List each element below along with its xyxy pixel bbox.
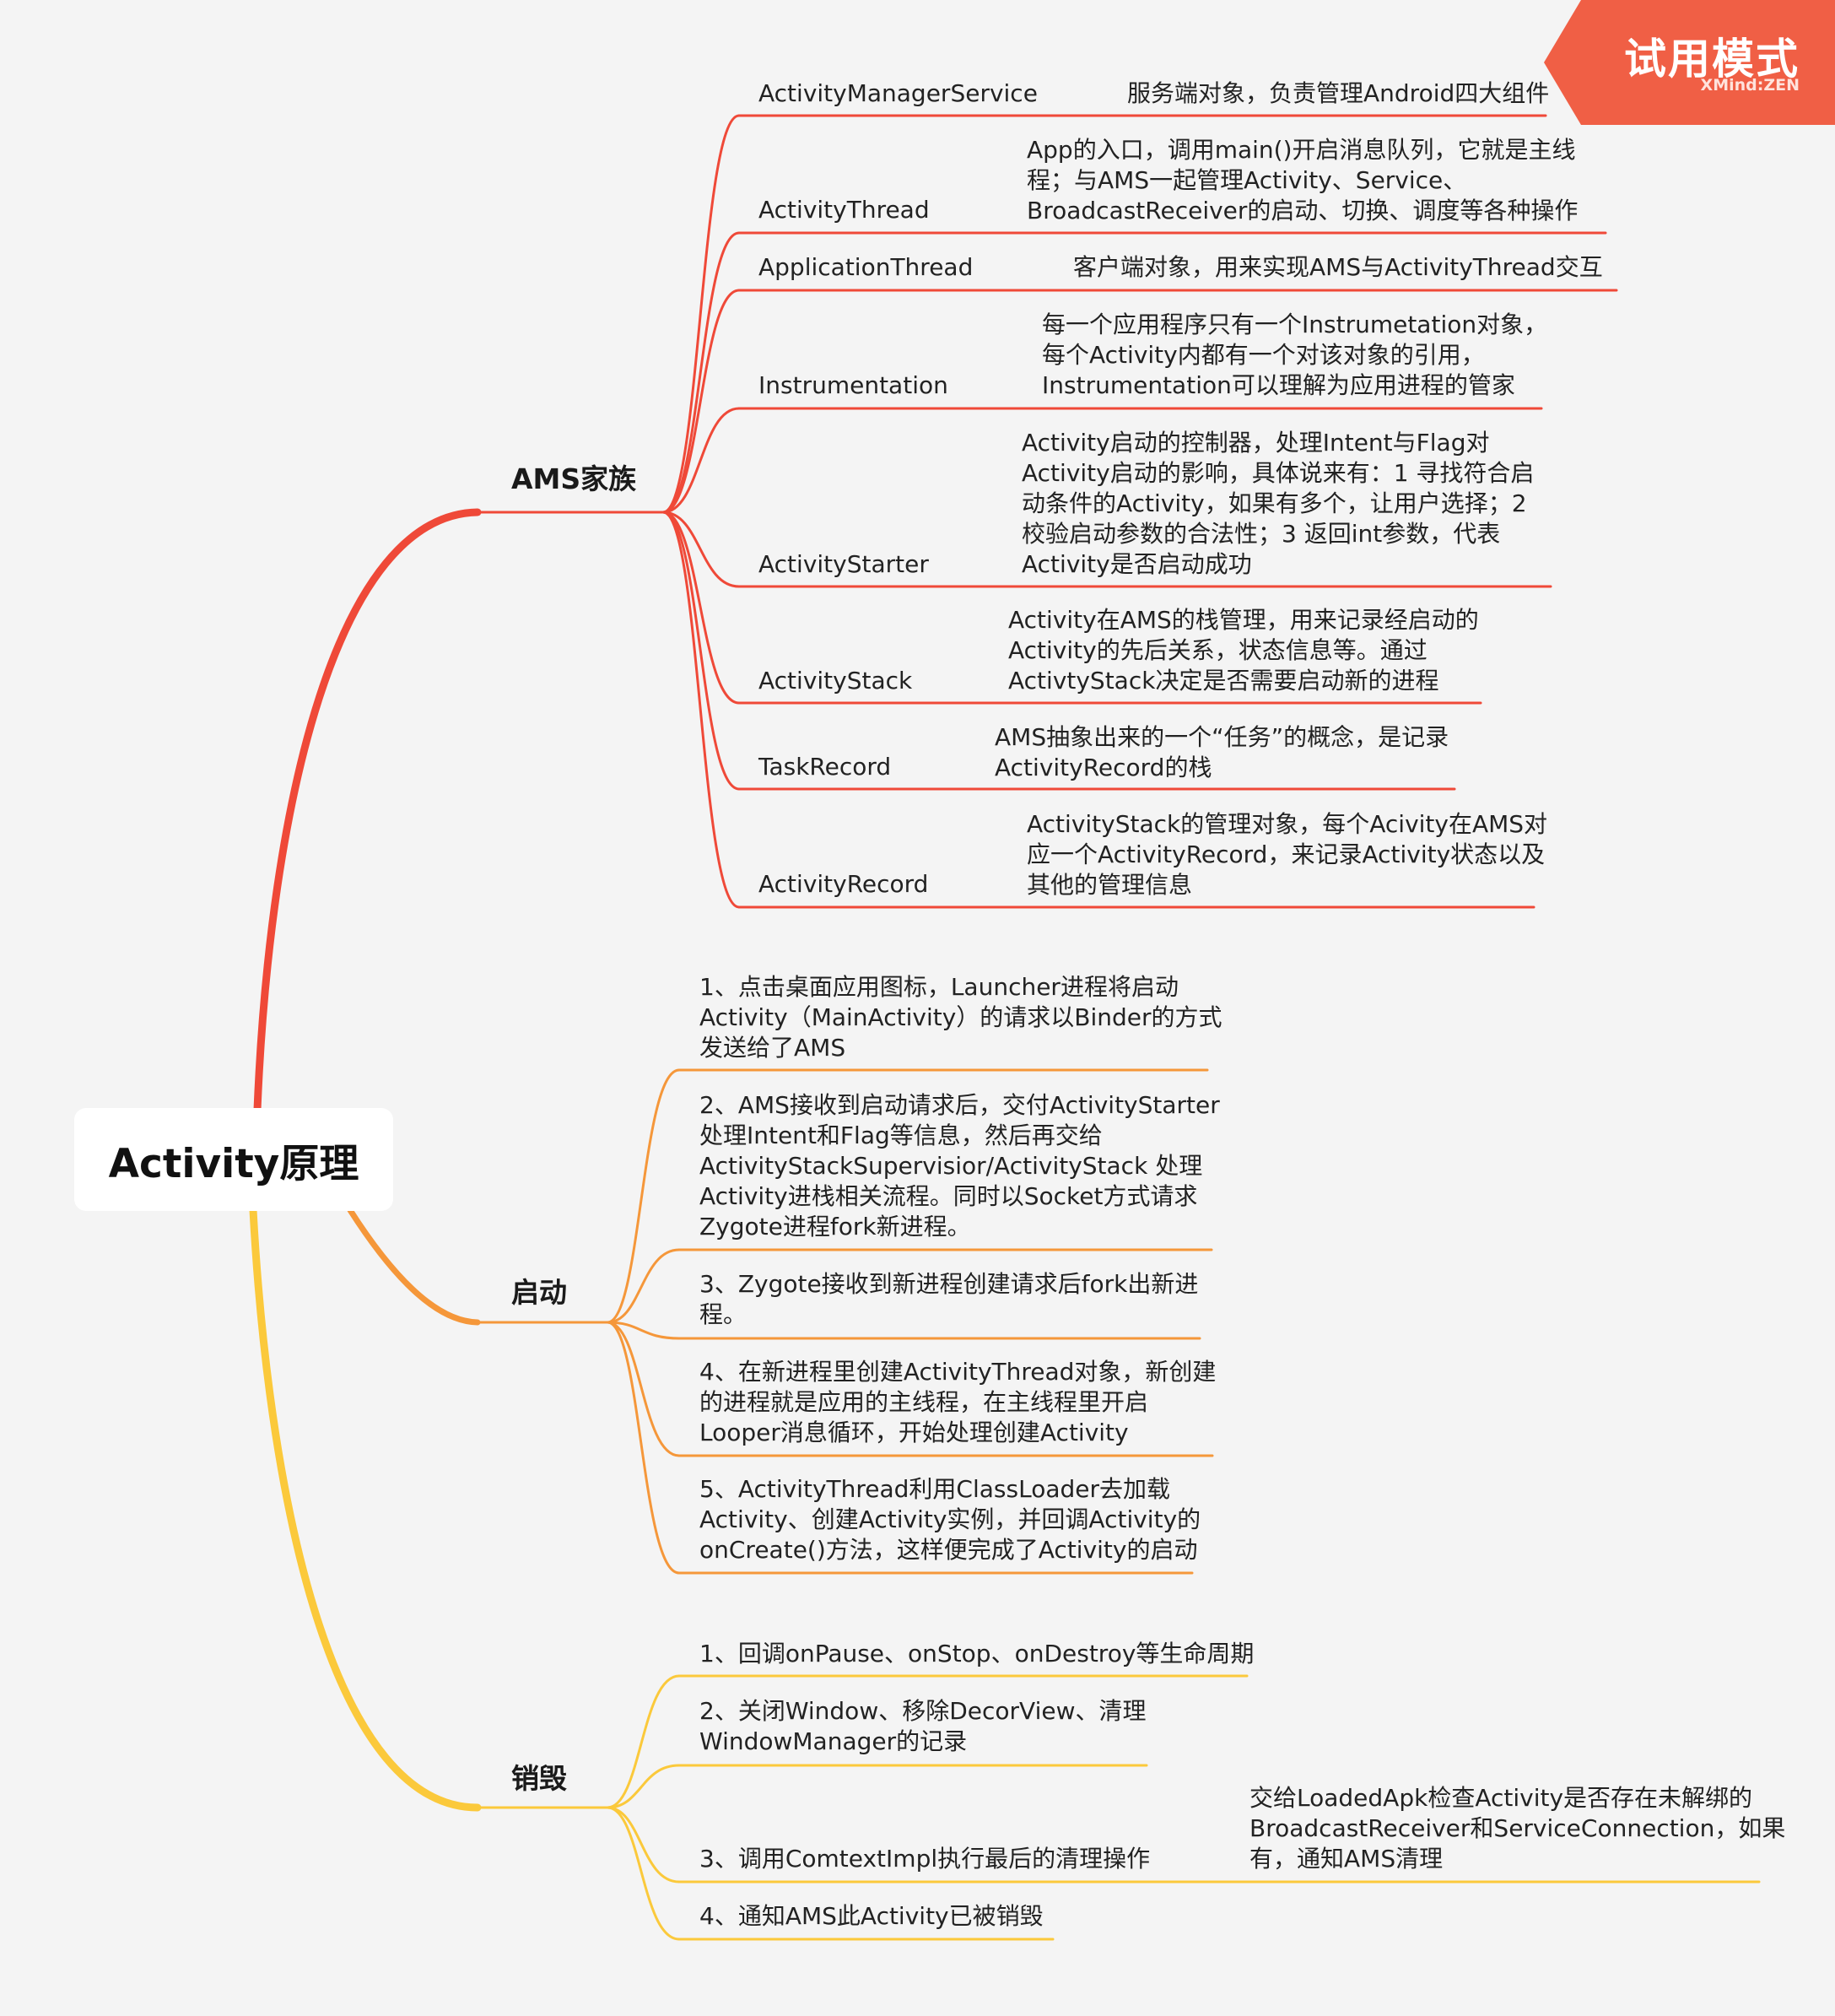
xmind-logo: XMind:ZEN bbox=[1700, 76, 1800, 95]
ams-item-desc[interactable]: ActivityStack的管理对象，每个Acivity在AMS对 应一个Act… bbox=[1027, 810, 1548, 899]
edge-start-step bbox=[606, 1068, 681, 1324]
trial-mode-title: 试用模式 bbox=[1624, 35, 1800, 84]
ams-item-desc[interactable]: 每一个应用程序只有一个Instrumetation对象， 每个Activity内… bbox=[1042, 311, 1548, 399]
start-step[interactable]: 3、Zygote接收到新进程创建请求后fork出新进 程。 bbox=[699, 1270, 1199, 1328]
start-step[interactable]: 1、点击桌面应用图标，Launcher进程将启动 Activity（MainAc… bbox=[699, 973, 1222, 1062]
trial-mode-banner: 试用模式 XMind:ZEN bbox=[1544, 0, 1835, 125]
edge-ams-item bbox=[661, 231, 741, 514]
branch-ams-label[interactable]: AMS家族 bbox=[511, 462, 637, 495]
start-step[interactable]: 2、AMS接收到启动请求后，交付ActivityStarter 处理Intent… bbox=[699, 1091, 1220, 1240]
ams-item-name[interactable]: ApplicationThread bbox=[758, 253, 974, 281]
edge-destroy-step bbox=[606, 1764, 681, 1809]
edge-start-step bbox=[606, 1321, 681, 1340]
edge-ams-item bbox=[661, 511, 741, 791]
destroy-step[interactable]: 4、通知AMS此Activity已被销毁 bbox=[699, 1902, 1044, 1930]
ams-item-name[interactable]: ActivityRecord bbox=[758, 870, 929, 898]
edge-start-step bbox=[606, 1321, 681, 1575]
ams-item-name[interactable]: ActivityStarter bbox=[758, 550, 929, 578]
edge-destroy-step bbox=[606, 1806, 681, 1941]
ams-item-desc[interactable]: Activity启动的控制器，处理Intent与Flag对 Activity启动… bbox=[1022, 429, 1535, 578]
edge-start-step bbox=[606, 1248, 681, 1324]
edge-start-step bbox=[606, 1321, 681, 1457]
ams-item-name[interactable]: Instrumentation bbox=[758, 371, 948, 399]
branch-start-label[interactable]: 启动 bbox=[511, 1276, 567, 1309]
ams-item-name[interactable]: ActivityThread bbox=[758, 196, 930, 224]
edge-root-destroy bbox=[249, 1206, 482, 1812]
edge-root-ams bbox=[253, 508, 482, 1114]
start-step[interactable]: 5、ActivityThread利用ClassLoader去加载 Activit… bbox=[699, 1475, 1201, 1564]
edge-destroy-step bbox=[606, 1806, 681, 1884]
ams-item-name[interactable]: ActivityManagerService bbox=[758, 79, 1038, 107]
destroy-step[interactable]: 3、调用ComtextImpl执行最后的清理操作 bbox=[699, 1845, 1151, 1873]
ams-item-desc[interactable]: App的入口，调用main()开启消息队列，它就是主线 程；与AMS一起管理Ac… bbox=[1027, 136, 1579, 224]
destroy-step[interactable]: 1、回调onPause、onStop、onDestroy等生命周期 bbox=[699, 1640, 1255, 1667]
edge-ams-item bbox=[661, 289, 741, 514]
edge-destroy-step bbox=[606, 1674, 681, 1809]
destroy-step[interactable]: 2、关闭Window、移除DecorView、清理 WindowManager的… bbox=[699, 1697, 1147, 1755]
destroy-substep[interactable]: 交给LoadedApk检查Activity是否存在未解绑的 BroadcastR… bbox=[1249, 1784, 1786, 1873]
start-step[interactable]: 4、在新进程里创建ActivityThread对象，新创建 的进程就是应用的主线… bbox=[699, 1358, 1217, 1446]
edge-ams-item bbox=[661, 511, 741, 588]
root-topic[interactable]: Activity原理 bbox=[74, 1108, 393, 1211]
edge-ams-item bbox=[661, 511, 741, 909]
edge-ams-item bbox=[661, 407, 741, 514]
edge-ams-item bbox=[661, 114, 741, 514]
edge-root-start bbox=[347, 1207, 481, 1326]
ams-item-name[interactable]: ActivityStack bbox=[758, 667, 913, 695]
ams-item-name[interactable]: TaskRecord bbox=[758, 753, 892, 781]
branch-destroy-label[interactable]: 销毁 bbox=[511, 1762, 567, 1795]
root-topic-label: Activity原理 bbox=[108, 1140, 359, 1187]
ams-item-desc[interactable]: 客户端对象，用来实现AMS与ActivityThread交互 bbox=[1073, 253, 1603, 281]
ams-item-desc[interactable]: AMS抽象出来的一个“任务”的概念，是记录 ActivityRecord的栈 bbox=[995, 723, 1449, 781]
edge-ams-item bbox=[661, 511, 741, 705]
ams-item-desc[interactable]: Activity在AMS的栈管理，用来记录经启动的 Activity的先后关系，… bbox=[1008, 606, 1479, 695]
ams-item-desc[interactable]: 服务端对象，负责管理Android四大组件 bbox=[1127, 79, 1550, 107]
